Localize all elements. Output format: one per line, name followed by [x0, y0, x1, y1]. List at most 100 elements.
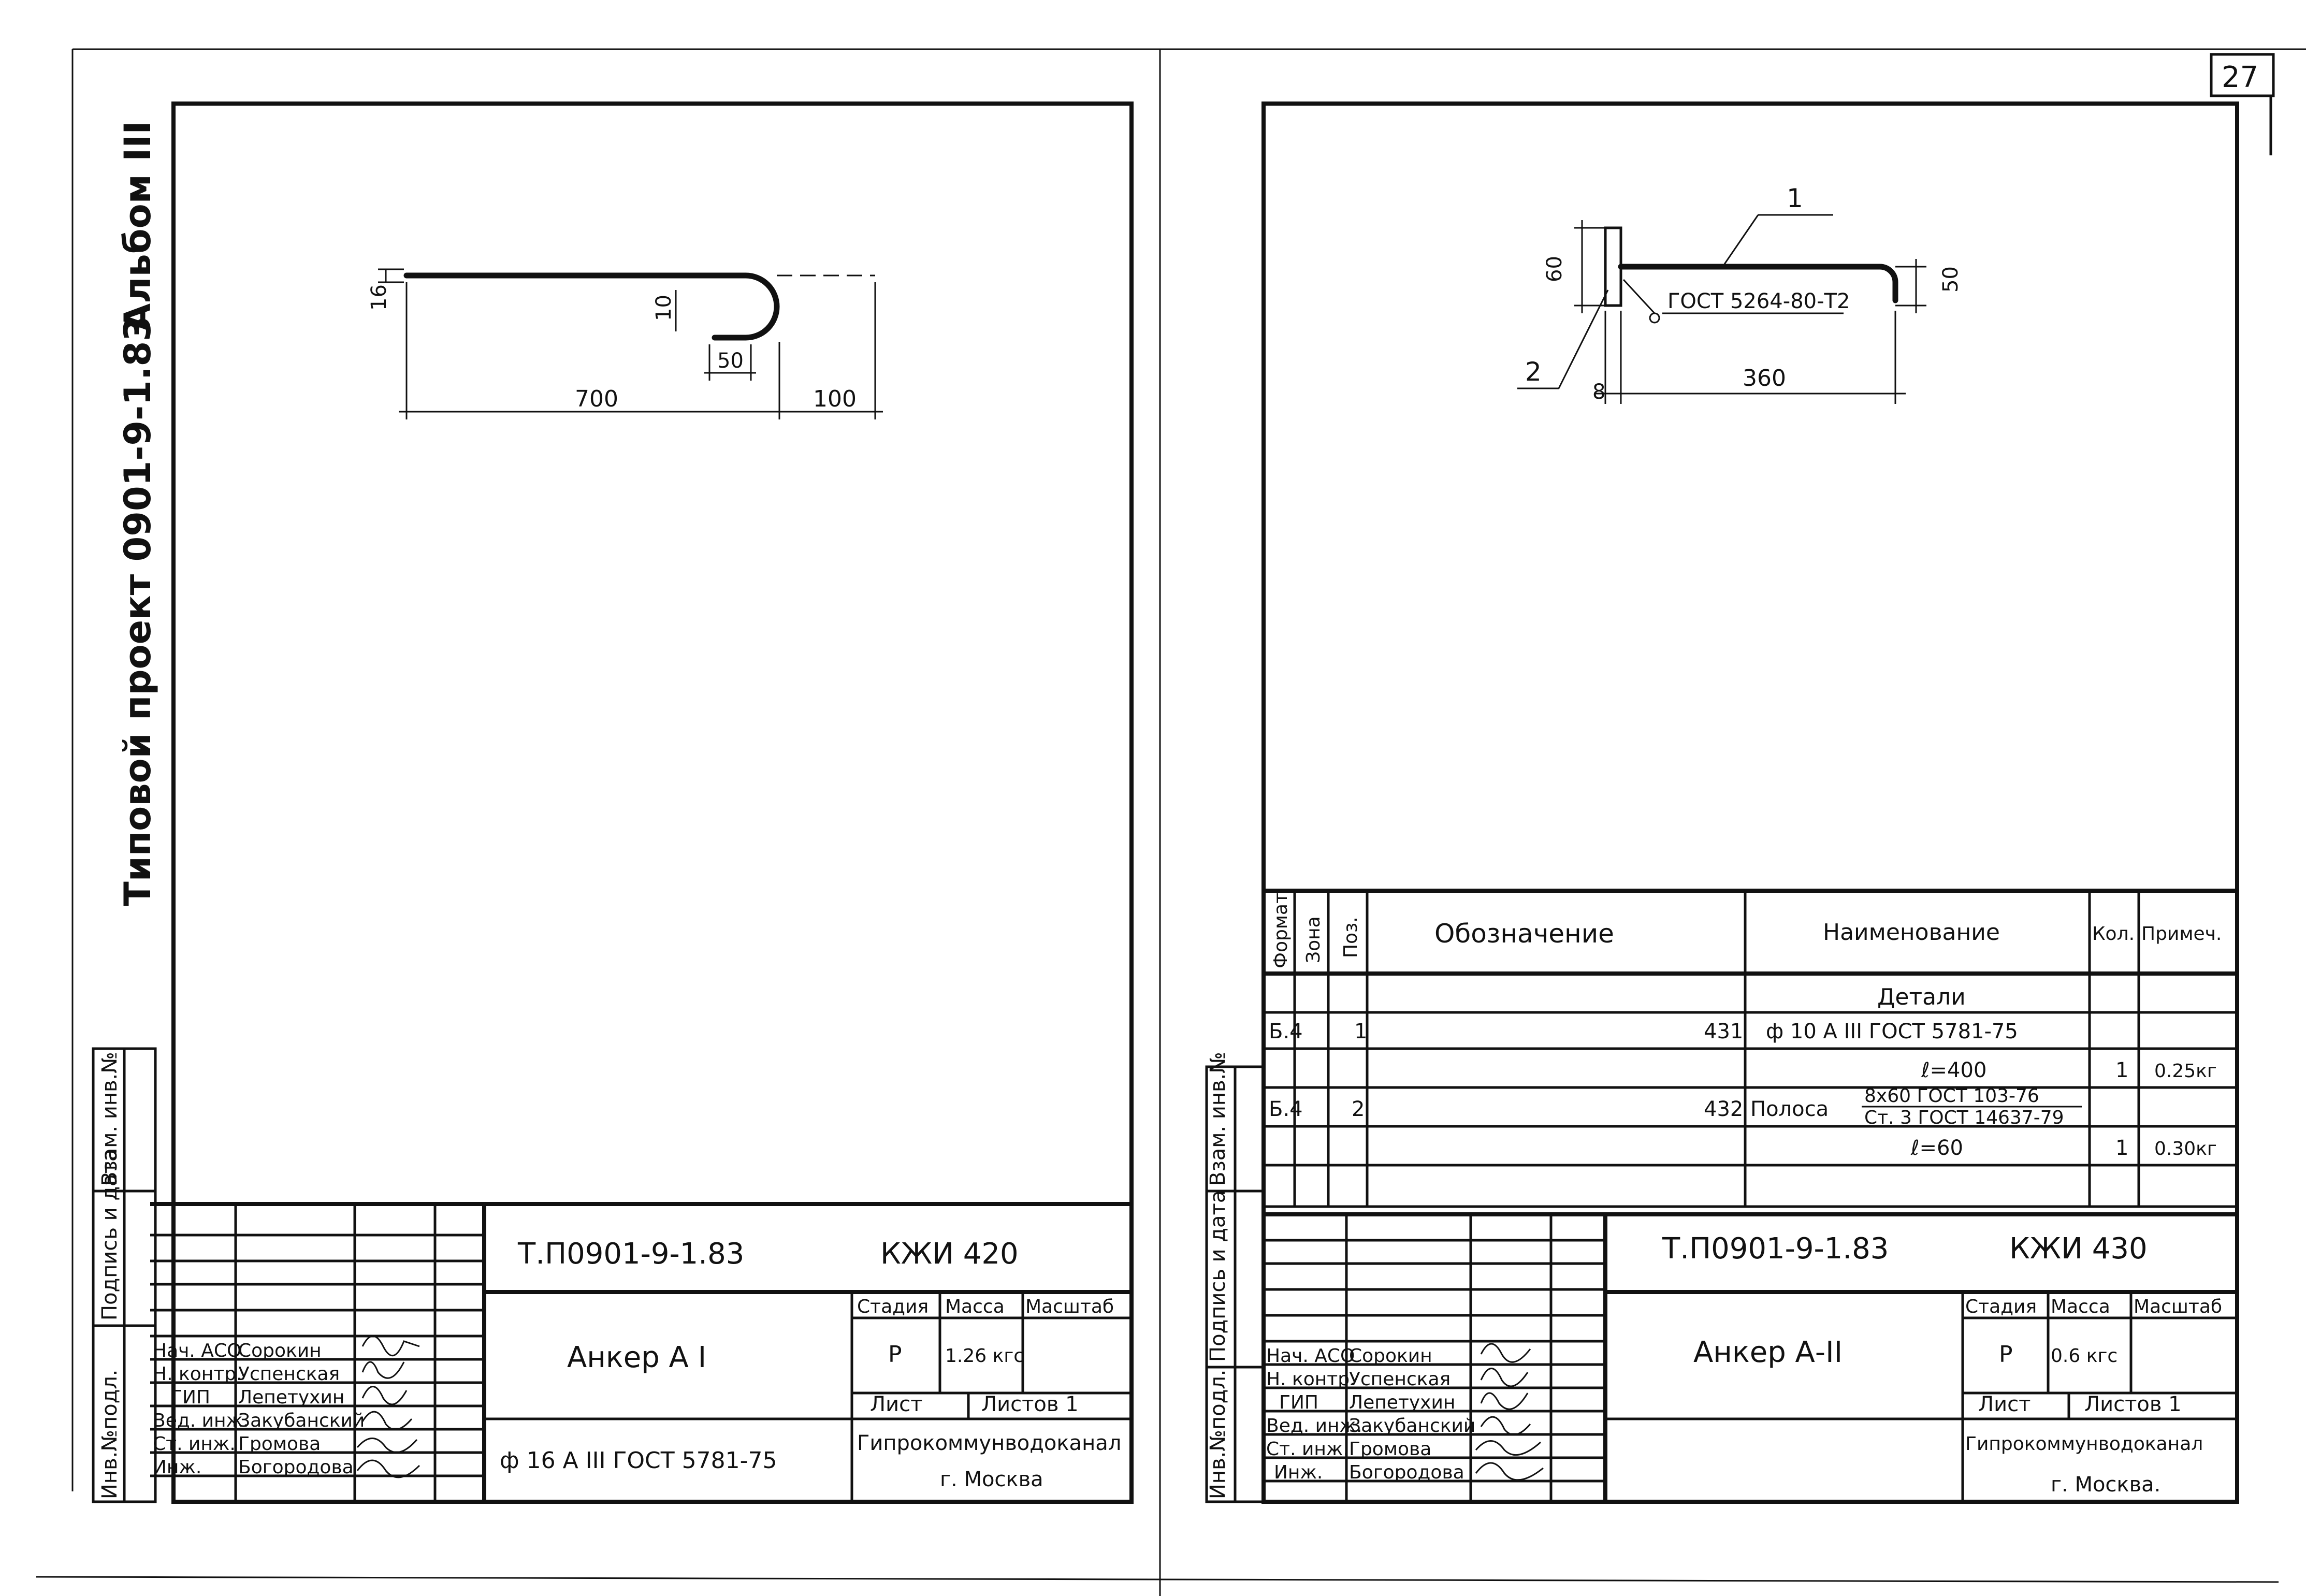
right-role-0: Нач. АСО [1266, 1345, 1355, 1367]
signature-mark [356, 1438, 418, 1453]
left-org: Гипрокоммунводоканал [857, 1431, 1121, 1455]
dim-10: 10 [652, 295, 676, 321]
right-sheet-label: Лист [1978, 1392, 2031, 1416]
th-note: Примеч. [2141, 923, 2222, 945]
right-podpis: Подпись и дата [1206, 1191, 1230, 1362]
left-stage-label: Стадия [857, 1296, 929, 1317]
left-city: г. Москва [940, 1468, 1043, 1491]
right-sheet-frame [1261, 101, 2239, 1504]
left-inv-podl: Инв.№подл. [98, 1369, 122, 1499]
left-sheet-label: Лист [870, 1392, 922, 1416]
left-role-3: Вед. инж. [153, 1410, 249, 1431]
row-note: 0.25кг [2154, 1061, 2217, 1082]
row-pos: 2 [1352, 1097, 1365, 1121]
left-item-name: Анкер А I [567, 1341, 706, 1374]
right-name-5: Богородова [1349, 1462, 1464, 1483]
dim-8: 8 [1592, 380, 1605, 404]
signature-mark [356, 1459, 420, 1478]
right-stage-label: Стадия [1965, 1296, 2037, 1317]
left-podpis: Подпись и дата [98, 1149, 122, 1321]
signature-mark [1480, 1343, 1531, 1363]
dim-50-right: 50 [1939, 266, 1963, 293]
th-zone: Зона [1303, 916, 1324, 963]
left-material: ф 16 А III ГОСТ 5781-75 [500, 1447, 777, 1474]
left-album-label: Альбом III [117, 121, 159, 331]
right-name-1: Успенская [1349, 1369, 1451, 1390]
right-name-4: Громова [1349, 1439, 1431, 1460]
dim-100: 100 [813, 386, 857, 412]
right-designation: Т.П0901-9-1.83 [1662, 1232, 1889, 1266]
row-qty: 1 [2115, 1058, 2128, 1082]
dim-360: 360 [1743, 365, 1786, 391]
dim-60: 60 [1543, 256, 1567, 282]
left-sheets-label: Листов 1 [981, 1392, 1079, 1416]
table-row: Б.4 2 432 Полоса 8х60 ГОСТ 103-76 Ст. 3 … [1269, 1085, 2217, 1160]
anchor-a1-drawing: 16 10 50 700 100 [367, 268, 883, 419]
signature-mark [361, 1411, 413, 1430]
anchor-a2-bar [1618, 264, 1898, 303]
left-mass-label: Масса [945, 1296, 1005, 1317]
right-title-block: Т.П0901-9-1.83 КЖИ 430 Анкер А-II Стадия… [1264, 1212, 2237, 1502]
signature-mark [361, 1335, 420, 1357]
right-role-5: Инж. [1274, 1462, 1323, 1483]
right-item-name: Анкер А-II [1693, 1336, 1843, 1369]
left-name-2: Лепетухин [238, 1387, 344, 1408]
right-role-2: ГИП [1279, 1392, 1318, 1413]
row-format: Б.4 [1269, 1097, 1303, 1121]
left-designation: Т.П0901-9-1.83 [517, 1237, 744, 1271]
right-sheets-label: Листов 1 [2084, 1392, 2182, 1416]
left-name-1: Успенская [238, 1363, 340, 1385]
anchor-a2-drawing: 1 2 ГОСТ 5264-80-Т2 60 50 8 360 [1517, 183, 1963, 404]
specification-table: Формат Зона Поз. Обозначение Наименовани… [1264, 889, 2237, 1208]
dim-50: 50 [717, 349, 744, 373]
left-stage: Р [888, 1341, 902, 1368]
right-name-0: Сорокин [1349, 1345, 1432, 1367]
row-qty: 1 [2115, 1136, 2128, 1160]
right-mass-label: Масса [2051, 1296, 2110, 1317]
right-inv-podl: Инв.№подл. [1206, 1369, 1230, 1499]
left-role-1: Н. контр. [153, 1363, 242, 1385]
row-pos: 1 [1354, 1020, 1367, 1043]
right-stage: Р [1999, 1341, 2013, 1368]
page-number-box [2210, 53, 2275, 97]
signature-mark [1480, 1392, 1529, 1410]
row-name-length: ℓ=400 [1921, 1058, 1986, 1082]
right-org: Гипрокоммунводоканал [1965, 1433, 2203, 1455]
left-code: КЖИ 420 [880, 1237, 1019, 1271]
left-name-5: Богородова [238, 1457, 354, 1478]
right-code: КЖИ 430 [2009, 1232, 2148, 1266]
section-title: Детали [1877, 984, 1966, 1010]
row-name-length: ℓ=60 [1910, 1136, 1963, 1160]
right-name-3: Закубанский [1349, 1415, 1475, 1437]
signature-mark [1480, 1368, 1529, 1387]
right-role-4: Ст. инж. [1266, 1439, 1349, 1460]
left-side-title: Типовой проект 0901-9-1.83 [117, 316, 159, 906]
left-role-2: ГИП [171, 1387, 210, 1408]
left-mass: 1.26 кгс [945, 1345, 1024, 1367]
left-role-0: Нач. АСО [153, 1340, 241, 1361]
right-city: г. Москва. [2051, 1473, 2160, 1497]
right-vzam: Взам. инв.№ [1206, 1052, 1230, 1186]
anchor-a1-bar [403, 272, 780, 341]
row-designation: 432 [1704, 1097, 1743, 1121]
left-role-5: Инж. [153, 1457, 201, 1478]
right-role-3: Вед. инж. [1266, 1415, 1362, 1437]
left-name-4: Громова [238, 1433, 321, 1455]
left-role-4: Ст. инж. [153, 1433, 236, 1455]
page-number: 27 [2222, 61, 2258, 94]
row-name: Полоса [1750, 1097, 1829, 1121]
signature-mark [1475, 1440, 1541, 1456]
left-scale-label: Масштаб [1025, 1296, 1114, 1317]
row-fraction-bottom: Ст. 3 ГОСТ 14637-79 [1864, 1107, 2064, 1128]
th-format: Формат [1270, 893, 1292, 968]
signature-mark [1480, 1416, 1531, 1435]
signature-mark [1475, 1462, 1544, 1481]
signature-mark [361, 1386, 408, 1405]
right-scale-label: Масштаб [2134, 1296, 2222, 1317]
callout-1: 1 [1787, 183, 1803, 213]
row-designation: 431 [1704, 1020, 1743, 1043]
signature-mark [361, 1361, 405, 1379]
left-sheet-frame [171, 101, 1134, 1504]
th-qty: Кол. [2092, 923, 2135, 945]
left-title-block: Т.П0901-9-1.83 КЖИ 420 Анкер А I ф 16 А … [150, 1202, 1132, 1502]
